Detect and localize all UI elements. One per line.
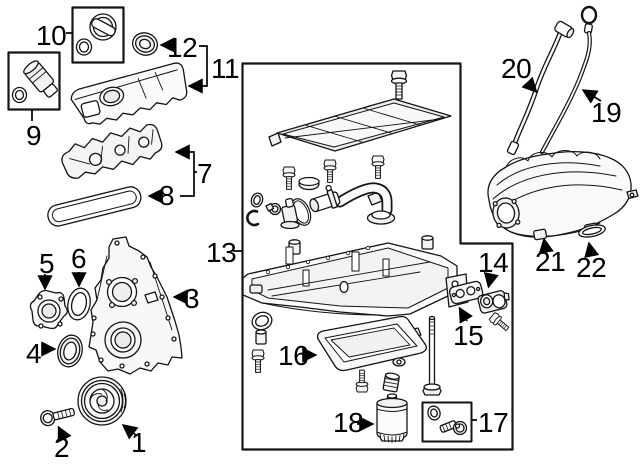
callout-label-15: 15 bbox=[453, 320, 484, 351]
seal-ring bbox=[251, 311, 273, 331]
pcv-valve bbox=[23, 60, 58, 98]
pcv-o-ring bbox=[11, 86, 28, 104]
oil-filter bbox=[376, 393, 408, 443]
callout-label-21: 21 bbox=[535, 246, 566, 277]
callout-label-16: 16 bbox=[278, 340, 309, 371]
lower-pan-bolt bbox=[355, 369, 369, 393]
cup-plug bbox=[421, 235, 434, 250]
cover-bolt bbox=[390, 70, 408, 100]
pan-bolt bbox=[251, 349, 265, 373]
filler-cap-seal bbox=[75, 38, 93, 56]
kit-bolt bbox=[439, 420, 468, 436]
sealing-washer bbox=[427, 405, 441, 421]
cover-plate-seal bbox=[67, 287, 91, 321]
oil-filter-adapter bbox=[477, 290, 510, 314]
retaining-clip bbox=[246, 209, 260, 227]
intake-manifold bbox=[487, 150, 639, 241]
oil-pan-baffle bbox=[268, 98, 452, 152]
lower-oil-pan bbox=[316, 315, 427, 372]
callout-label-6: 6 bbox=[71, 243, 87, 274]
callout-label-1: 1 bbox=[131, 427, 147, 458]
adapter-bolt bbox=[488, 311, 512, 334]
callout-label-9: 9 bbox=[26, 120, 42, 151]
callout-label-12: 12 bbox=[167, 32, 198, 63]
callout-label-8: 8 bbox=[159, 180, 175, 211]
callout-label-2: 2 bbox=[54, 432, 70, 463]
pan-bolt bbox=[371, 155, 385, 179]
oil-pan bbox=[242, 242, 469, 317]
callout-label-20: 20 bbox=[501, 53, 532, 84]
valve-cover-gasket bbox=[47, 186, 142, 227]
callout-leader-lines bbox=[31, 32, 602, 443]
oil-level-sensor bbox=[265, 197, 312, 230]
callout-label-19: 19 bbox=[591, 97, 622, 128]
adapter-gasket bbox=[448, 280, 484, 305]
callout-label-13: 13 bbox=[206, 237, 237, 268]
oil-level-indicator-tube bbox=[506, 20, 575, 156]
pan-bolt bbox=[282, 166, 296, 190]
cup-plug bbox=[298, 176, 320, 191]
oil-pan-stud bbox=[422, 315, 442, 396]
cup-plug bbox=[255, 329, 267, 345]
oil-pan-assembly-box bbox=[241, 62, 514, 451]
oil-suction-pipe bbox=[309, 182, 396, 225]
callout-label-18: 18 bbox=[333, 407, 364, 438]
callout-label-7: 7 bbox=[197, 158, 213, 189]
engine-front-cover bbox=[88, 236, 183, 375]
callout-label-10: 10 bbox=[36, 20, 67, 51]
sensor-o-ring bbox=[250, 192, 264, 208]
callout-label-3: 3 bbox=[184, 283, 200, 314]
valve-cover-grommet-seal bbox=[131, 32, 159, 56]
valve-cover bbox=[70, 62, 188, 125]
callout-label-11: 11 bbox=[211, 53, 240, 84]
valve-cover-underside bbox=[61, 123, 163, 179]
pan-bolt bbox=[323, 159, 337, 183]
callout-label-17: 17 bbox=[478, 407, 509, 438]
crankshaft-front-seal bbox=[57, 334, 83, 368]
callout-label-5: 5 bbox=[39, 248, 55, 279]
drain-plug bbox=[382, 372, 400, 393]
oil-level-indicator bbox=[539, 5, 598, 155]
manifold-gasket bbox=[578, 224, 606, 238]
oil-filler-cap bbox=[89, 13, 117, 41]
callout-label-14: 14 bbox=[478, 247, 509, 278]
callout-label-22: 22 bbox=[576, 252, 607, 283]
front-cover-plate bbox=[29, 289, 68, 330]
balancer-bolt bbox=[40, 407, 76, 427]
callout-label-4: 4 bbox=[26, 338, 42, 369]
crankshaft-balancer bbox=[77, 376, 127, 426]
